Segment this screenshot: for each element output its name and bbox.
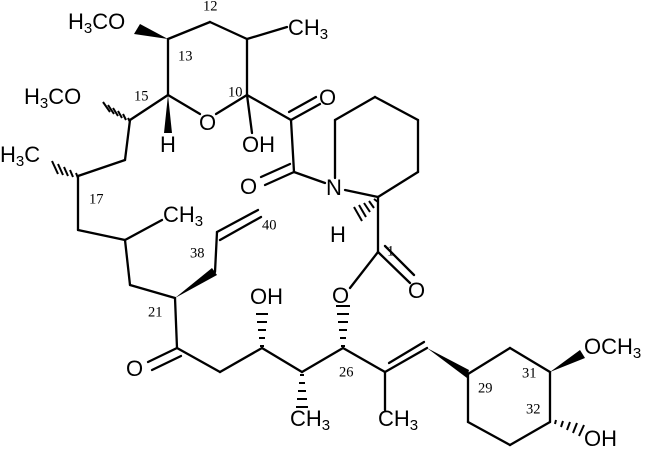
atom-label-hydrogen-c2: H bbox=[330, 222, 346, 247]
position-number-17: 17 bbox=[89, 191, 104, 207]
atom-label-layer: H3CO CH3 H3CO H3C CH3 CH3 CH3 OCH3 O OH … bbox=[0, 9, 641, 451]
position-number-12: 12 bbox=[203, 0, 218, 14]
atom-label-ester-oxygen: O bbox=[332, 283, 349, 308]
position-number-26: 26 bbox=[339, 364, 354, 380]
atom-label-methyl-c11: CH3 bbox=[288, 15, 328, 43]
atom-label-methoxy-c13: H3CO bbox=[68, 9, 125, 37]
atom-label-methyl-c17: H3C bbox=[0, 142, 40, 170]
atom-label-methyl-c25: CH3 bbox=[290, 406, 330, 434]
position-number-10: 10 bbox=[228, 84, 243, 100]
atom-label-methyl-c27: CH3 bbox=[378, 406, 418, 434]
atom-label-methoxy-c31: OCH3 bbox=[584, 334, 641, 362]
position-number-13: 13 bbox=[178, 48, 193, 64]
position-number-38: 38 bbox=[190, 245, 205, 261]
atom-label-hydroxyl-c24: OH bbox=[250, 284, 283, 309]
position-number-40: 40 bbox=[262, 217, 277, 233]
position-number-32: 32 bbox=[526, 401, 541, 417]
atom-label-methoxy-c15: H3CO bbox=[24, 84, 81, 112]
atom-label-oxygen-c22: O bbox=[126, 356, 143, 381]
atom-label-methyl-c19: CH3 bbox=[163, 202, 203, 230]
position-number-31: 31 bbox=[522, 365, 537, 381]
atom-label-oxygen-c8: O bbox=[240, 174, 257, 199]
atom-label-hydrogen-c14: H bbox=[160, 132, 176, 157]
atom-label-oxygen-c9: O bbox=[319, 85, 336, 110]
atom-label-ring-oxygen: O bbox=[199, 110, 216, 135]
atom-label-hydroxyl-c32: OH bbox=[584, 426, 617, 451]
atom-label-carbonyl-oxygen-c1: O bbox=[408, 278, 425, 303]
position-number-15: 15 bbox=[134, 88, 149, 104]
bond-layer bbox=[51, 20, 585, 447]
atom-label-hydroxyl-c10: OH bbox=[242, 132, 275, 157]
atom-label-nitrogen: N bbox=[326, 175, 342, 200]
position-number-layer: 1 10 12 13 15 17 21 26 29 31 32 38 40 bbox=[89, 0, 541, 417]
position-number-21: 21 bbox=[148, 304, 163, 320]
position-number-29: 29 bbox=[478, 380, 493, 396]
position-number-1: 1 bbox=[387, 243, 394, 259]
